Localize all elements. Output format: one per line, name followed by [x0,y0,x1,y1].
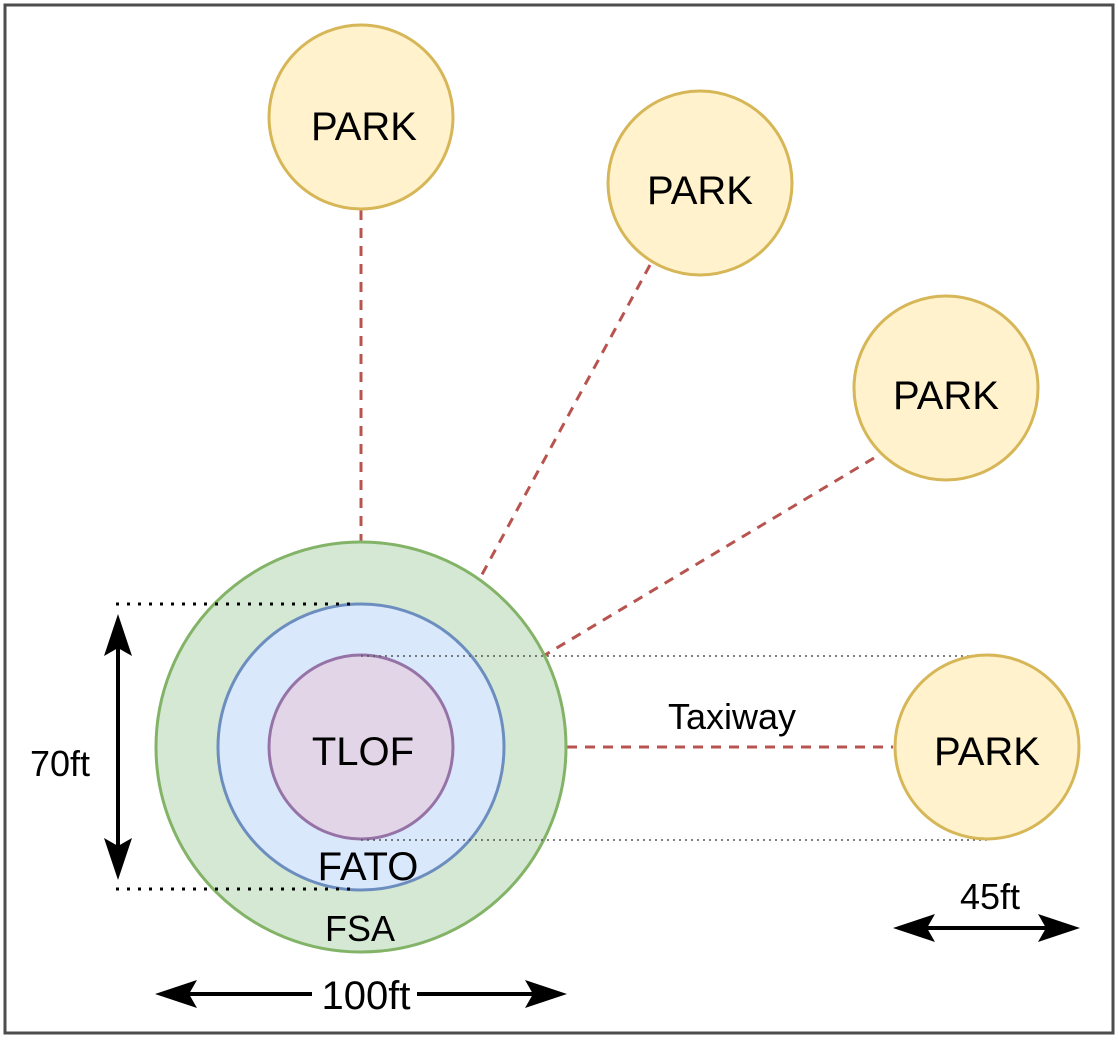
fsa-label: FSA [325,908,395,949]
fsa-width-arrow [155,980,567,1008]
park-width-arrow [893,914,1080,942]
park-spot-3 [852,294,1040,482]
park-guide-lines [361,655,988,841]
height-dimension-label: 70ft [30,743,90,784]
diagram-frame [3,3,1115,1035]
park-label-2: PARK [647,169,753,213]
tlof-label: TLOF [312,730,414,774]
park-label-4: PARK [934,730,1040,774]
park-spot-1 [267,23,455,211]
taxiway-connectors [359,210,893,749]
taxiway-line-2 [477,264,652,581]
fsa-width-label: 100ft [322,974,411,1018]
park-width-label: 45ft [960,876,1020,917]
tlof-zone [267,653,455,841]
park-spot-4 [893,653,1081,841]
park-label-1: PARK [311,105,417,149]
height-dimension-arrow [104,614,132,880]
taxiway-label: Taxiway [668,696,796,737]
fato-label: FATO [318,845,419,889]
park-spot-2 [606,89,794,277]
taxiway-line-3 [544,456,875,657]
park-label-3: PARK [893,374,999,418]
